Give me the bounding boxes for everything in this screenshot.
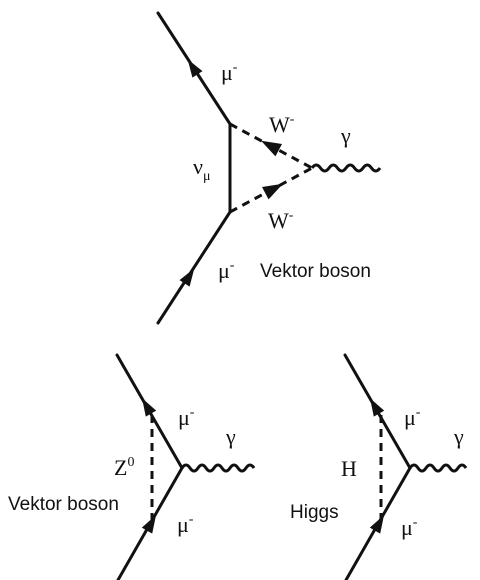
- right-muon-in-label: μ-: [401, 515, 418, 540]
- right-muon-out-charge: -: [416, 405, 421, 420]
- left-photon-label: γ: [225, 424, 236, 449]
- top-w-lower-symbol: W: [268, 208, 289, 233]
- top-w-upper-label: W-: [269, 112, 295, 137]
- top-muon-out-charge: -: [233, 60, 238, 75]
- right-outgoing-muon-arrow: [370, 398, 385, 417]
- top-muon-in-symbol: μ: [218, 258, 230, 283]
- top-w-upper-arrow: [261, 140, 282, 157]
- top-photon-label: γ: [340, 123, 351, 148]
- right-caption: Higgs: [290, 502, 339, 523]
- right-muon-out-label: μ-: [404, 405, 421, 430]
- top-w-lower-arrow: [262, 183, 283, 200]
- top-outgoing-muon-arrow: [187, 59, 203, 78]
- right-diagram: μ- γ H Higgs μ-: [290, 353, 468, 580]
- right-muon-in-symbol: μ: [401, 515, 413, 540]
- top-neutrino-label: νμ: [193, 154, 210, 184]
- top-diagram: μ- W- γ νμ W- μ- Vektor boson: [156, 11, 382, 325]
- left-photon-line: [180, 463, 256, 473]
- right-muon-in-charge: -: [413, 515, 418, 530]
- top-w-lower-label: W-: [268, 208, 294, 233]
- left-boson-label: Z0: [114, 455, 134, 480]
- left-muon-out-charge: -: [190, 405, 195, 420]
- left-boson-symbol: Z: [114, 455, 127, 480]
- top-muon-in-label: μ-: [218, 258, 235, 283]
- top-muon-out-symbol: μ: [221, 60, 233, 85]
- top-neutrino-flavor: μ: [203, 169, 211, 184]
- left-caption: Vektor boson: [8, 494, 119, 515]
- right-boson-label: H: [341, 456, 357, 481]
- left-muon-in-charge: -: [189, 512, 194, 527]
- top-w-lower-charge: -: [289, 208, 294, 223]
- right-photon-label: γ: [453, 424, 464, 449]
- left-diagram: μ- γ Z0 Vektor boson μ-: [8, 353, 256, 580]
- left-muon-out-label: μ-: [178, 405, 195, 430]
- left-outgoing-muon-arrow: [142, 398, 157, 417]
- top-w-upper-symbol: W: [269, 112, 290, 137]
- top-w-upper-charge: -: [290, 112, 295, 127]
- left-muon-in-symbol: μ: [177, 512, 189, 537]
- top-neutrino-symbol: ν: [193, 154, 203, 179]
- right-muon-out-symbol: μ: [404, 405, 416, 430]
- top-photon-line: [310, 163, 382, 173]
- top-caption: Vektor boson: [260, 261, 371, 282]
- top-muon-out-label: μ-: [221, 60, 238, 85]
- top-muon-in-charge: -: [230, 258, 235, 273]
- right-photon-line: [408, 463, 468, 473]
- left-muon-out-symbol: μ: [178, 405, 190, 430]
- top-incoming-muon-arrow: [179, 268, 195, 287]
- left-muon-in-label: μ-: [177, 512, 194, 537]
- top-incoming-muon-line: [156, 210, 232, 325]
- left-boson-charge: 0: [127, 455, 134, 470]
